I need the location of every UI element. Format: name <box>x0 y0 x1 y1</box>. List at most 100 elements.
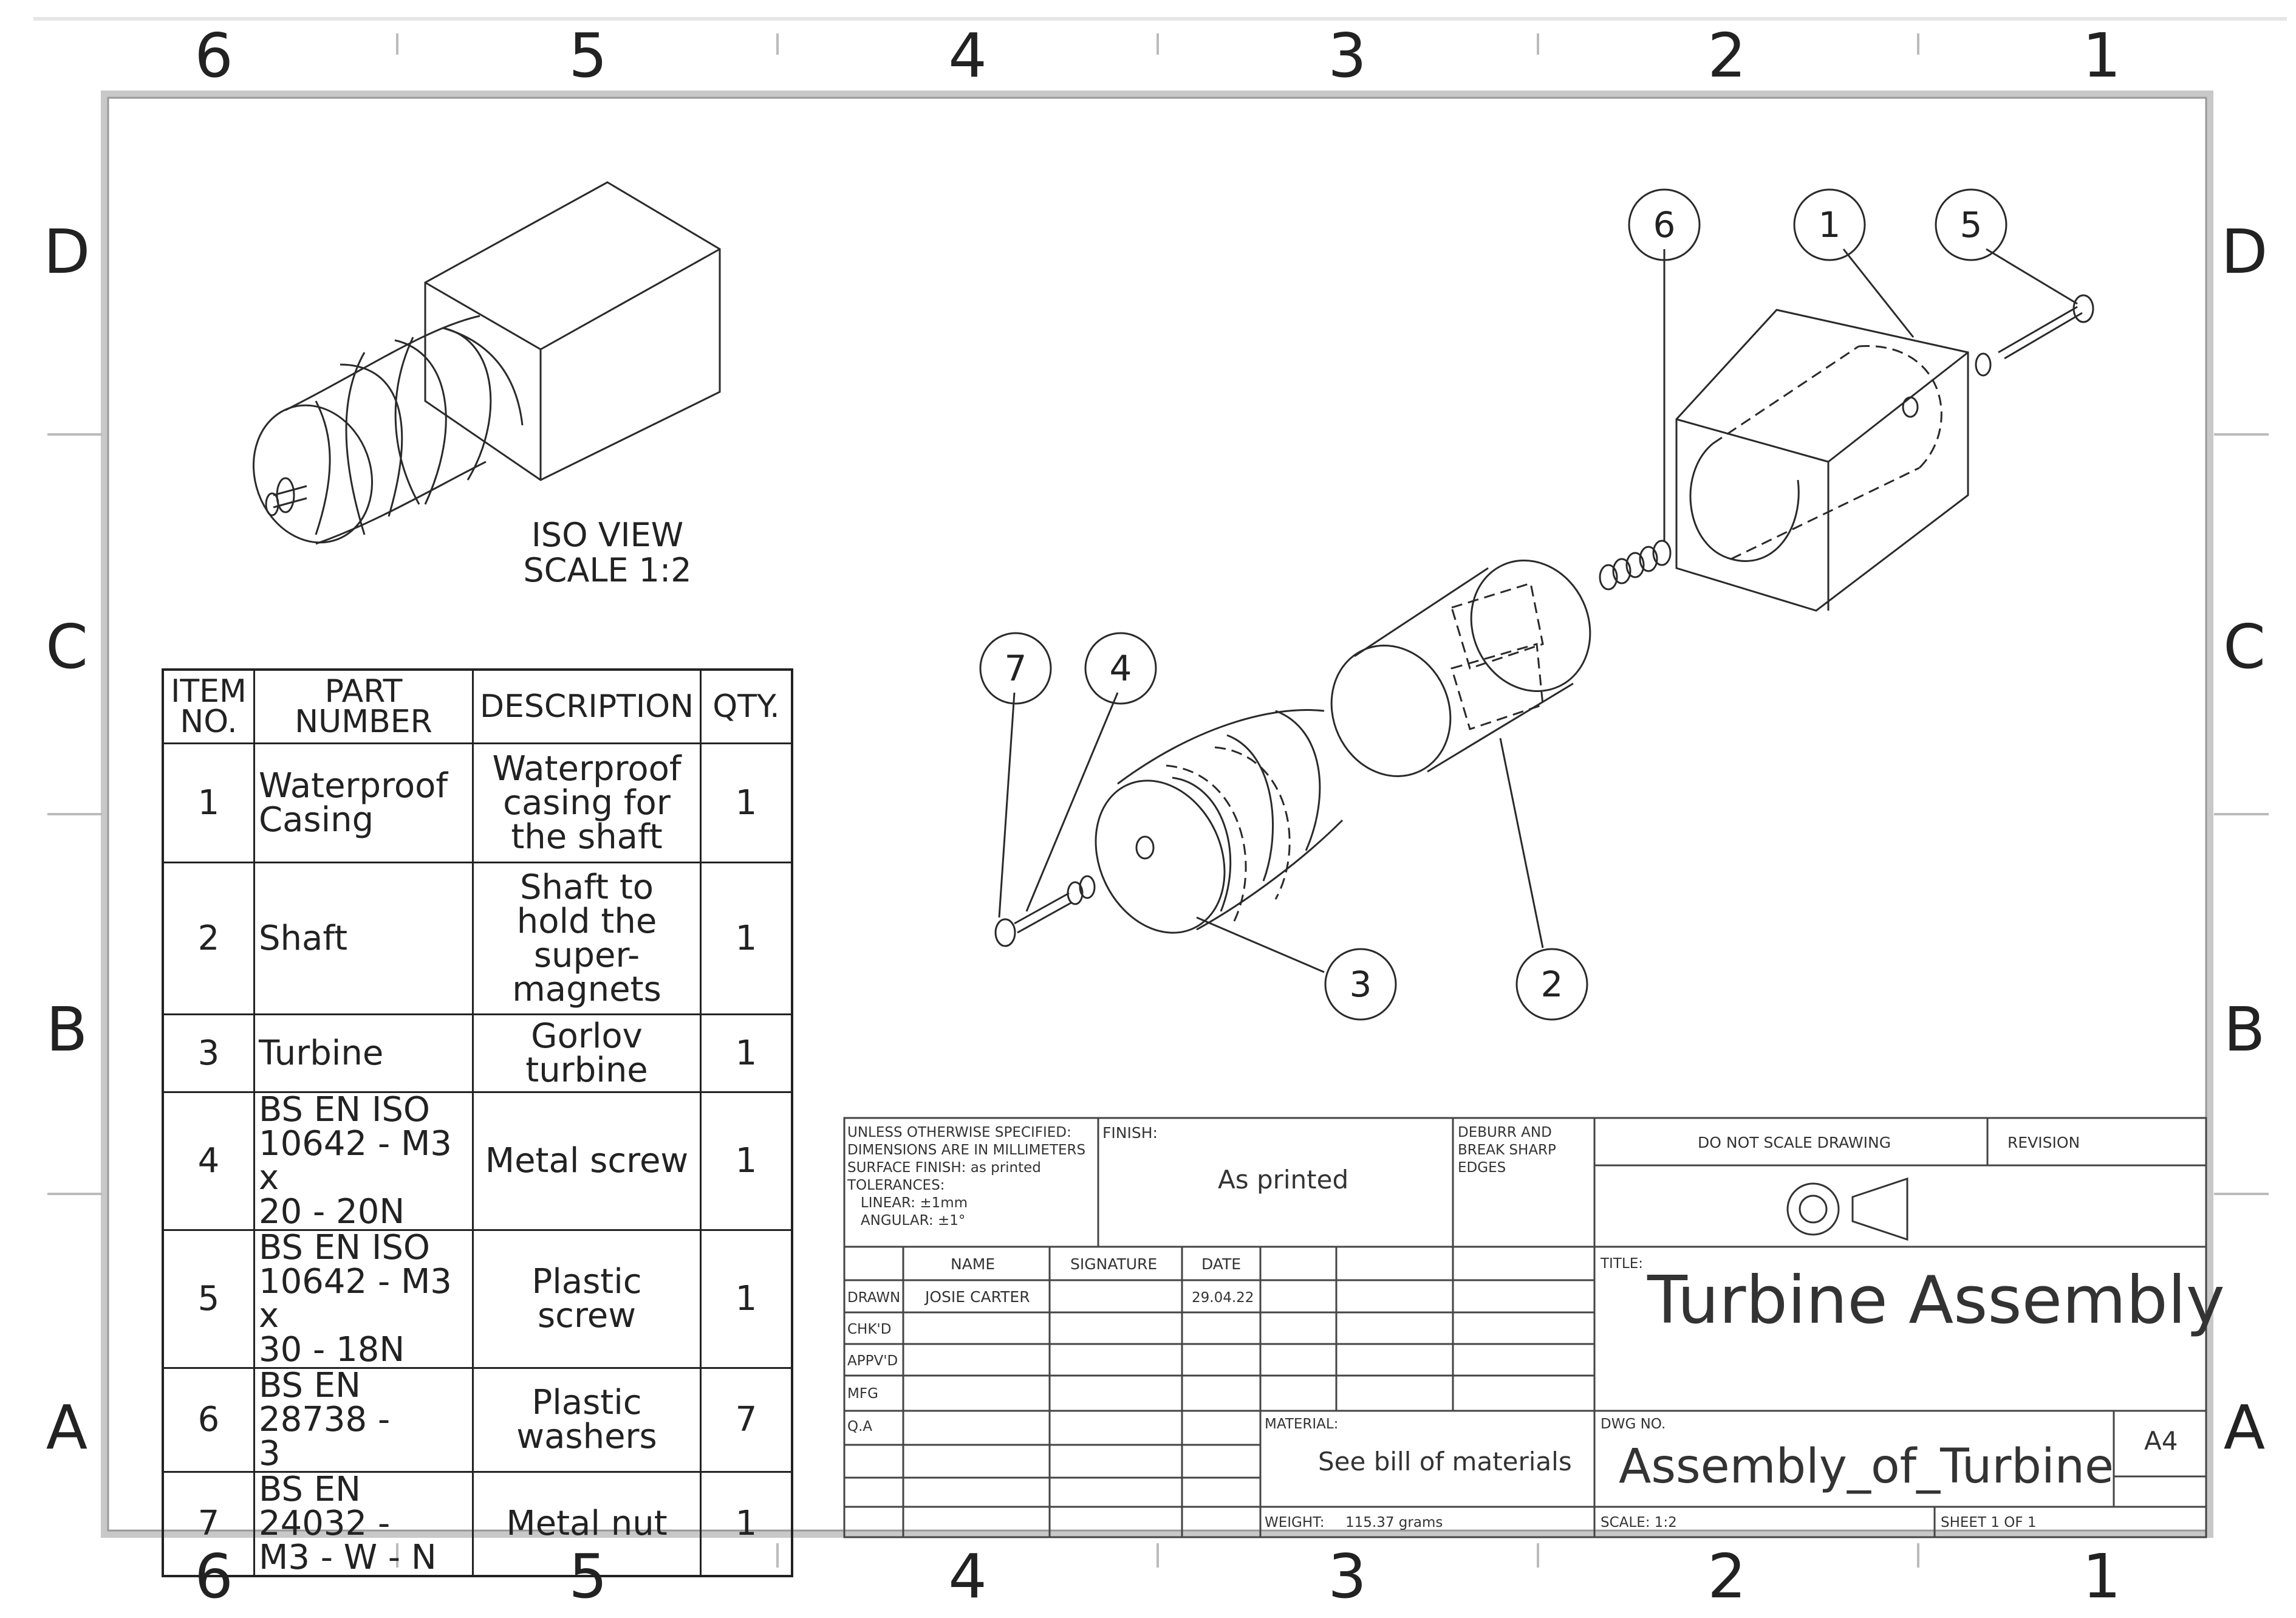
zone-letter-right: C <box>2223 611 2266 682</box>
bom-description: Metal screw <box>472 1091 702 1231</box>
bom-description: Metal nut <box>472 1471 702 1577</box>
bom-part-number: Shaft <box>253 862 474 1015</box>
zone-number-top: 4 <box>948 20 987 91</box>
do-not-scale-label: DO NOT SCALE DRAWING <box>1698 1134 1891 1151</box>
scale-label: SCALE: 1:2 <box>1601 1515 1677 1531</box>
column-name-header: NAME <box>951 1255 996 1273</box>
bom-qty: 1 <box>700 1091 793 1231</box>
zone-letter-right: B <box>2223 994 2266 1065</box>
material-value: See bill of materials <box>1318 1447 1572 1476</box>
bom-part-number: BS EN 28738 -3 <box>253 1367 474 1473</box>
bom-qty: 1 <box>700 742 793 863</box>
zone-number-bottom: 3 <box>1328 1541 1367 1612</box>
bom-item-no: 5 <box>162 1229 255 1369</box>
column-date-header: DATE <box>1201 1255 1242 1273</box>
finish-label: FINISH: <box>1102 1124 1158 1142</box>
bom-item-no: 2 <box>162 862 255 1015</box>
table-row: 7 BS EN 24032 -M3 - W - N Metal nut 1 <box>162 1471 793 1577</box>
sheet-count: SHEET 1 OF 1 <box>1941 1515 2037 1531</box>
zone-number-bottom: 2 <box>1707 1541 1746 1612</box>
projection-symbol-icon <box>1786 1177 1908 1241</box>
balloon-label: 2 <box>1541 964 1563 1005</box>
iso-view-caption-line2: SCALE 1:2 <box>523 551 692 589</box>
title-label: TITLE: <box>1601 1256 1643 1272</box>
zone-number-top: 1 <box>2082 20 2121 91</box>
bom-header-description: DESCRIPTION <box>472 668 702 744</box>
zone-letter-left: C <box>46 611 88 682</box>
bom-item-no: 6 <box>162 1367 255 1473</box>
zone-number-bottom: 1 <box>2082 1541 2121 1612</box>
zone-number-top: 3 <box>1328 20 1367 91</box>
bom-item-no: 4 <box>162 1091 255 1231</box>
deburr-note: DEBURR AND BREAK SHARP EDGES <box>1458 1125 1556 1176</box>
row-label-approved: APPV'D <box>847 1353 898 1369</box>
balloon-label: 4 <box>1110 648 1132 689</box>
balloon-label: 6 <box>1653 204 1676 245</box>
weight-label: WEIGHT: <box>1265 1515 1325 1531</box>
bom-part-number: Turbine <box>253 1013 474 1093</box>
bom-qty: 7 <box>700 1367 793 1473</box>
bom-item-no: 7 <box>162 1471 255 1577</box>
zone-number-top: 5 <box>569 20 607 91</box>
drawn-by-name: JOSIE CARTER <box>925 1288 1030 1306</box>
bom-part-number: BS EN 24032 -M3 - W - N <box>253 1471 474 1577</box>
row-label-qa: Q.A <box>847 1419 873 1435</box>
casing-part <box>1675 309 1969 612</box>
bom-qty: 1 <box>700 1229 793 1369</box>
balloon-label: 5 <box>1960 204 1983 245</box>
drawn-date: 29.04.22 <box>1192 1290 1254 1306</box>
tolerance-notes: UNLESS OTHERWISE SPECIFIED: DIMENSIONS A… <box>847 1125 1086 1229</box>
bom-qty: 1 <box>700 1013 793 1093</box>
zone-letter-right: D <box>2221 216 2268 287</box>
drawing-number: Assembly_of_Turbine <box>1619 1439 2114 1494</box>
row-label-mfg: MFG <box>847 1386 878 1402</box>
balloon-label: 7 <box>1005 648 1027 689</box>
row-label-checked: CHK'D <box>847 1321 892 1337</box>
revision-label: REVISION <box>2007 1134 2080 1151</box>
weight-value: 115.37 grams <box>1345 1515 1443 1531</box>
iso-view-caption-line1: ISO VIEW <box>531 516 684 554</box>
bom-qty: 1 <box>700 1471 793 1577</box>
zone-letter-left: D <box>43 216 91 287</box>
row-label-drawn: DRAWN <box>847 1290 901 1306</box>
zone-letter-left: A <box>46 1392 88 1463</box>
zone-letter-left: B <box>46 994 88 1065</box>
zone-letter-right: A <box>2223 1392 2266 1463</box>
zone-number-top: 2 <box>1707 20 1746 91</box>
finish-value: As printed <box>1218 1165 1349 1195</box>
balloon-label: 3 <box>1350 964 1372 1005</box>
balloon-label: 1 <box>1819 204 1841 245</box>
zone-number-top: 6 <box>194 20 233 91</box>
bom-item-no: 3 <box>162 1013 255 1093</box>
drawing-title: Turbine Assembly <box>1647 1263 2225 1339</box>
bom-item-no: 1 <box>162 742 255 863</box>
material-label: MATERIAL: <box>1265 1416 1339 1432</box>
sheet-size: A4 <box>2144 1426 2178 1456</box>
bom-header-qty: QTY. <box>700 668 793 744</box>
column-signature-header: SIGNATURE <box>1070 1255 1158 1273</box>
zone-number-bottom: 4 <box>948 1541 987 1612</box>
